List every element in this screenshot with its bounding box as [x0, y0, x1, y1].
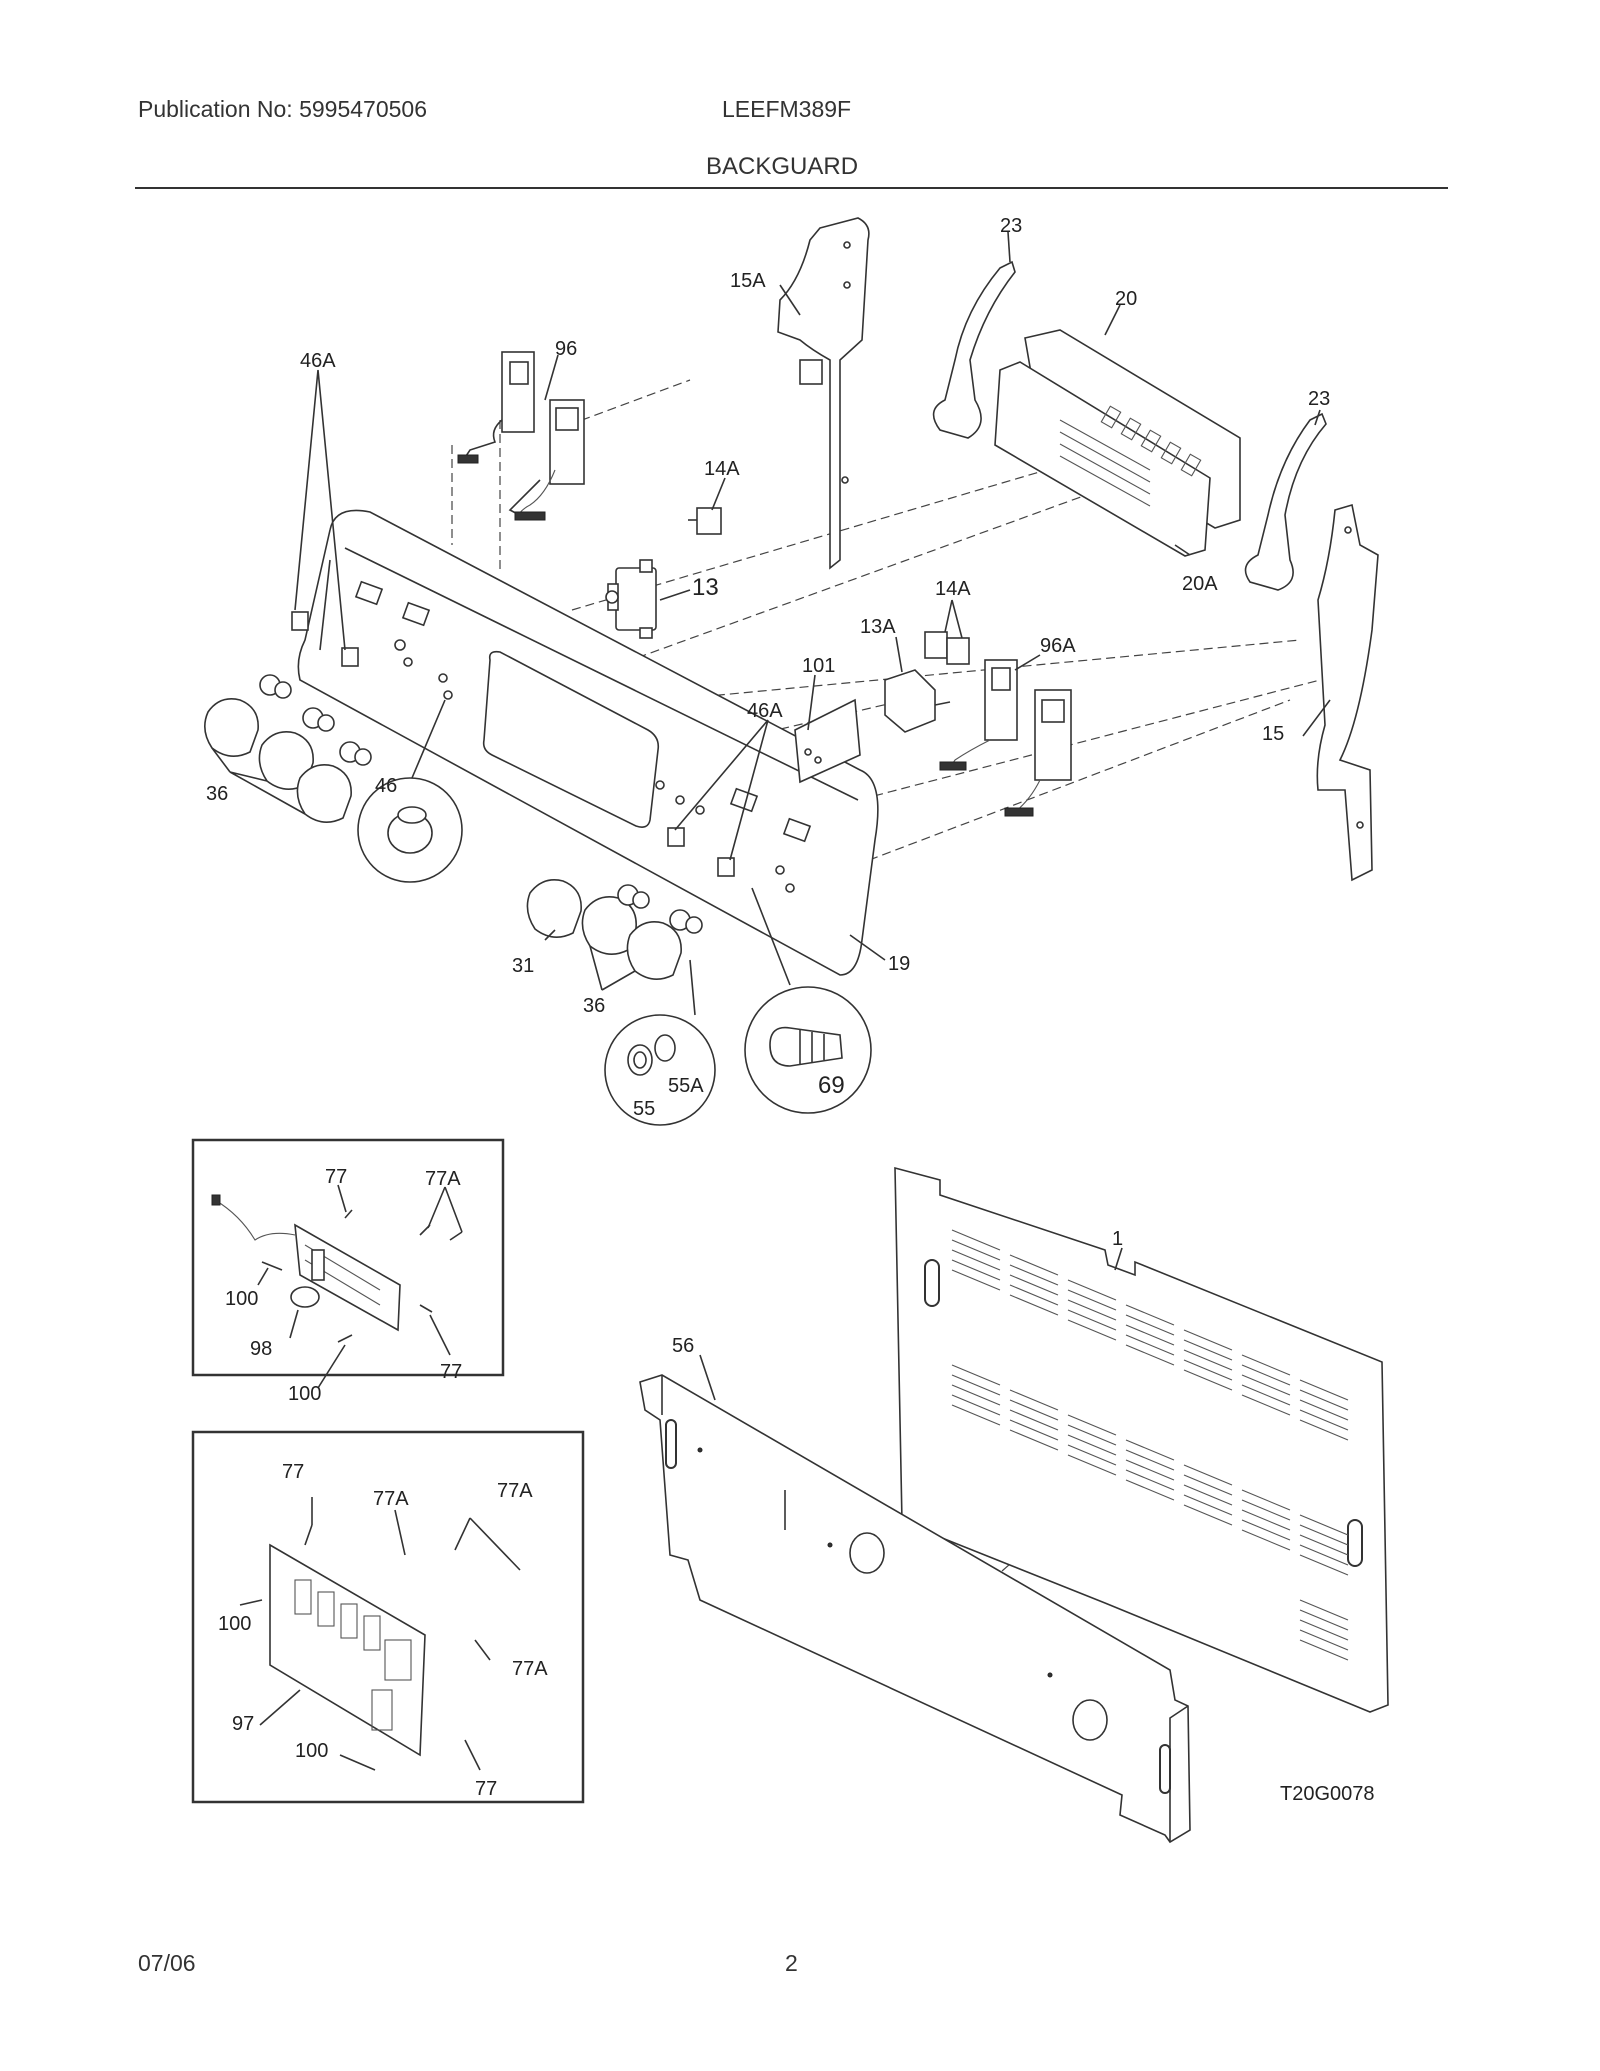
callout-23-right: 23 — [1308, 388, 1330, 410]
publication-number: Publication No: 5995470506 — [138, 96, 428, 122]
inset1-callout-77a: 77A — [425, 1168, 461, 1190]
callout-55a: 55A — [668, 1075, 704, 1097]
callout-1: 1 — [1112, 1228, 1123, 1250]
model-number: LEEFM389F — [722, 96, 852, 122]
callout-36-left: 36 — [206, 783, 228, 805]
section-title: BACKGUARD — [706, 153, 859, 180]
part-15-bracket — [1316, 503, 1379, 882]
part-15a-bracket — [777, 217, 870, 570]
footer-page-number: 2 — [785, 1950, 798, 1976]
louvers — [951, 1229, 1349, 1661]
callout-13a: 13A — [860, 616, 896, 638]
part-1-rear-panel: 1 — [894, 1166, 1389, 1713]
inset2-callout-100-bottom: 100 — [295, 1740, 328, 1762]
inset-board-98: 77 77A 100 98 100 77 — [191, 1138, 505, 1405]
inset2-callout-77-bottom: 77 — [475, 1778, 497, 1800]
part-23-clips — [932, 260, 1327, 591]
callout-56: 56 — [672, 1335, 694, 1357]
callout-36-right: 36 — [583, 995, 605, 1017]
callout-15a: 15A — [730, 270, 766, 292]
drawing-code: T20G0078 — [1280, 1783, 1375, 1805]
callout-14a-right: 14A — [935, 578, 971, 600]
callout-55: 55 — [633, 1098, 655, 1120]
inset2-callout-77-top: 77 — [282, 1461, 304, 1483]
leader-lines — [211, 231, 1331, 1016]
inset-board-97: 77 77A 77A 100 77A 97 100 77 — [191, 1430, 585, 1804]
callout-31: 31 — [512, 955, 534, 977]
part-101-bracket — [794, 698, 861, 784]
part-13-switch — [605, 559, 657, 639]
inset2-callout-77a-lower: 77A — [512, 1658, 548, 1680]
detail-55-nut — [604, 1014, 716, 1126]
callout-20a: 20A — [1182, 573, 1218, 595]
part-96a-switches — [939, 659, 1072, 817]
inset2-callout-77a-mid: 77A — [373, 1488, 409, 1510]
callout-15: 15 — [1262, 723, 1284, 745]
inset2-callout-97: 97 — [232, 1713, 254, 1735]
header-rule — [135, 187, 1448, 189]
footer-date: 07/06 — [138, 1950, 196, 1976]
knobs-right — [526, 879, 703, 980]
detail-46-button — [357, 777, 463, 883]
inset1-callout-77-bottom: 77 — [440, 1361, 462, 1383]
callout-23-top: 23 — [1000, 215, 1022, 237]
part-96-switches — [457, 351, 585, 521]
callout-69: 69 — [818, 1072, 845, 1099]
callout-20: 20 — [1115, 288, 1137, 310]
inset1-callout-77-top: 77 — [325, 1166, 347, 1188]
knobs-left — [204, 674, 372, 823]
inset1-callout-100-bottom: 100 — [288, 1383, 321, 1405]
callout-14a-top: 14A — [704, 458, 740, 480]
inset2-callout-100-left: 100 — [218, 1613, 251, 1635]
part-13a-relay — [884, 669, 951, 733]
part-14a-relays-right — [924, 631, 970, 665]
inset1-callout-100-left: 100 — [225, 1288, 258, 1310]
detail-69-screw — [744, 986, 872, 1114]
callout-96a: 96A — [1040, 635, 1076, 657]
callout-96: 96 — [555, 338, 577, 360]
callout-labels: 15A 23 20 23 96 14A 13 20A 46A 14A 96A 1… — [206, 215, 1330, 1120]
part-20-control-board — [994, 329, 1241, 557]
callout-13: 13 — [692, 574, 719, 601]
part-14a-relay-top — [688, 507, 722, 535]
callout-46: 46 — [375, 775, 397, 797]
inset1-callout-98: 98 — [250, 1338, 272, 1360]
part-56-lower-panel: 56 — [639, 1335, 1191, 1844]
callout-19: 19 — [888, 953, 910, 975]
callout-101: 101 — [802, 655, 835, 677]
part-46a-clips — [291, 611, 735, 877]
callout-46a-left: 46A — [300, 350, 336, 372]
callout-46a-right: 46A — [747, 700, 783, 722]
inset2-callout-77a-right: 77A — [497, 1480, 533, 1502]
